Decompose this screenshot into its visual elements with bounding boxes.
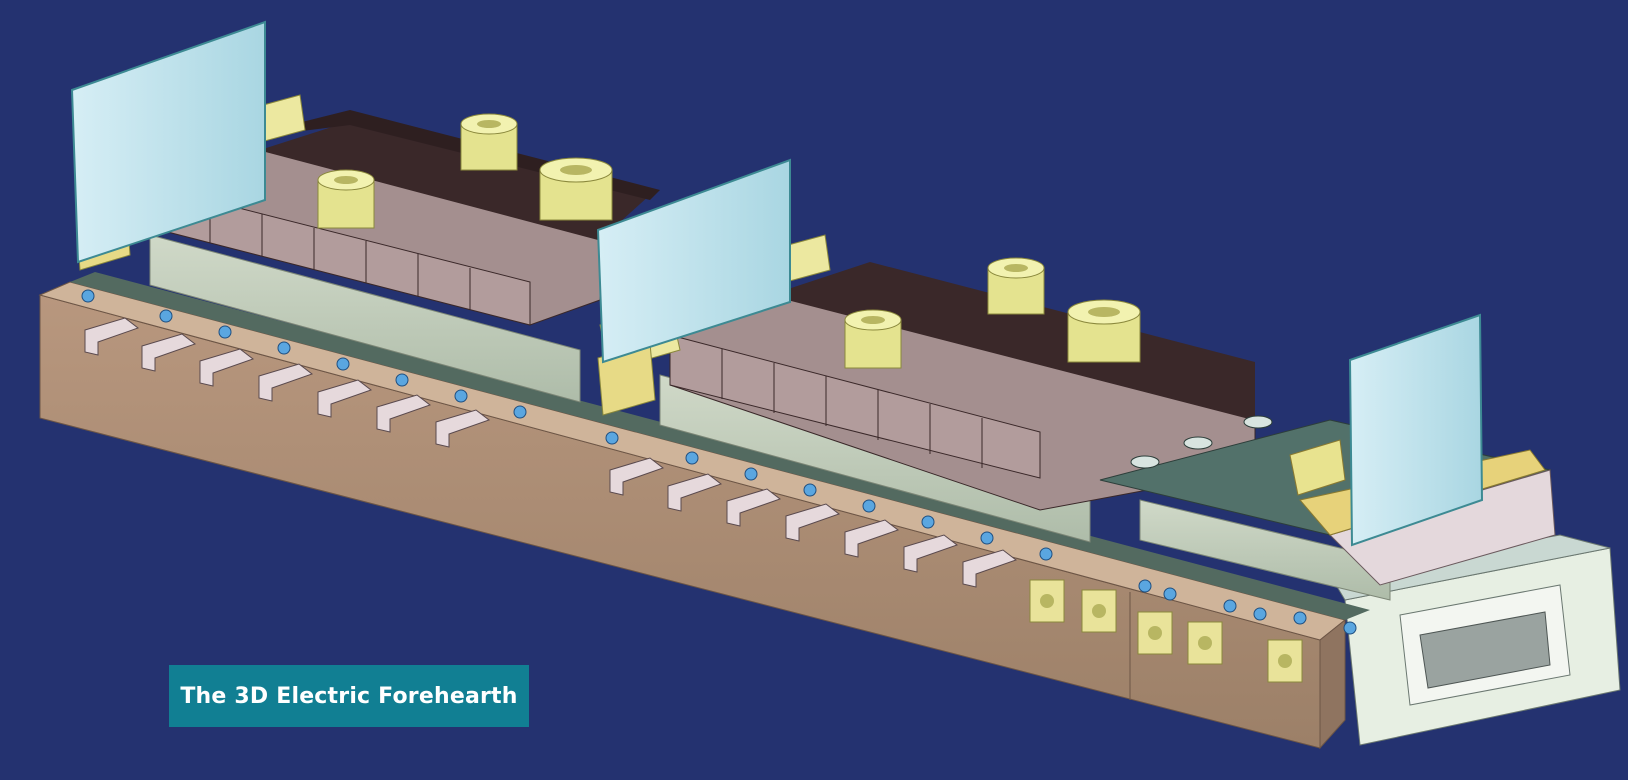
electrode-holders-zone-2 [609,457,1018,588]
electrode-holders-zone-1 [84,317,491,448]
cylinder-3 [539,157,613,221]
blue-electrodes [81,289,1357,635]
glass-panels [70,20,1484,547]
brass-cylinders [317,113,1141,369]
channel-top [70,272,1370,620]
roof-blocks-zone-1 [159,110,660,326]
brass-plates [1029,579,1303,683]
cylinder-5 [987,257,1045,315]
cylinder-6 [1067,299,1141,363]
caption-label: The 3D Electric Forehearth [169,665,529,727]
cylinder-2 [460,113,518,171]
roof-blocks-zone-2 [669,262,1256,511]
cylinder-1 [317,169,375,229]
cylinder-4 [844,309,902,369]
spout-end [1329,534,1621,746]
